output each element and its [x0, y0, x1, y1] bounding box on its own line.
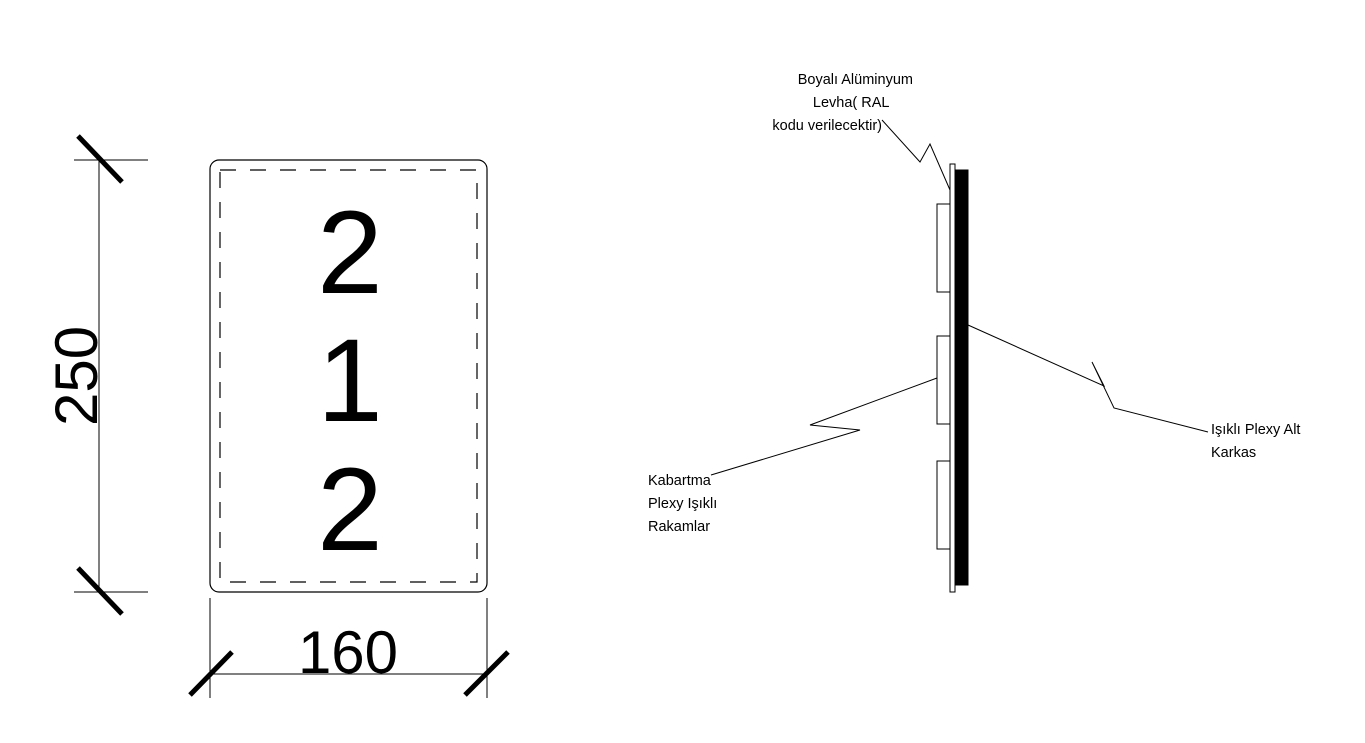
label-right-line-1: Işıklı Plexy Alt	[1211, 422, 1300, 438]
height-tick-bottom	[76, 566, 124, 616]
label-top-line-1: Boyalı Alüminyum	[798, 72, 913, 88]
back-frame	[954, 169, 969, 586]
digit-top: 2	[317, 187, 383, 319]
inner-dashed-outline	[219, 169, 478, 583]
height-tick-top	[76, 134, 124, 184]
label-right: Işıklı Plexy Alt Karkas	[1211, 422, 1304, 461]
leader-right	[967, 324, 1209, 433]
embossed-digit-middle	[936, 335, 951, 425]
label-top: Boyalı Alüminyum Levha( RAL kodu verilec…	[772, 72, 917, 134]
digit-bottom: 2	[317, 444, 383, 576]
label-top-line-2: Levha( RAL	[813, 95, 890, 111]
label-left-line-3: Rakamlar	[648, 519, 710, 535]
leader-left	[710, 377, 938, 476]
label-left-line-1: Kabartma	[648, 473, 712, 489]
label-left-line-2: Plexy Işıklı	[648, 496, 717, 512]
digit-middle: 1	[317, 315, 383, 447]
width-dimension	[188, 598, 510, 698]
label-left: Kabartma Plexy Işıklı Rakamlar	[648, 473, 721, 535]
label-top-line-3: kodu verilecektir)	[772, 118, 882, 134]
section-view	[710, 119, 1209, 593]
height-dimension	[74, 134, 148, 616]
width-dimension-label: 160	[298, 619, 398, 686]
width-tick-right	[463, 650, 510, 697]
embossed-digit-bottom	[936, 460, 951, 550]
front-view: 2 1 2 250 160	[43, 134, 510, 698]
sign-plate-outline	[209, 159, 488, 593]
height-dimension-label: 250	[43, 326, 110, 426]
embossed-digit-top	[936, 203, 951, 293]
aluminium-plate	[949, 163, 956, 593]
label-right-line-2: Karkas	[1211, 445, 1256, 461]
leader-top	[881, 119, 951, 191]
width-tick-left	[188, 650, 234, 697]
